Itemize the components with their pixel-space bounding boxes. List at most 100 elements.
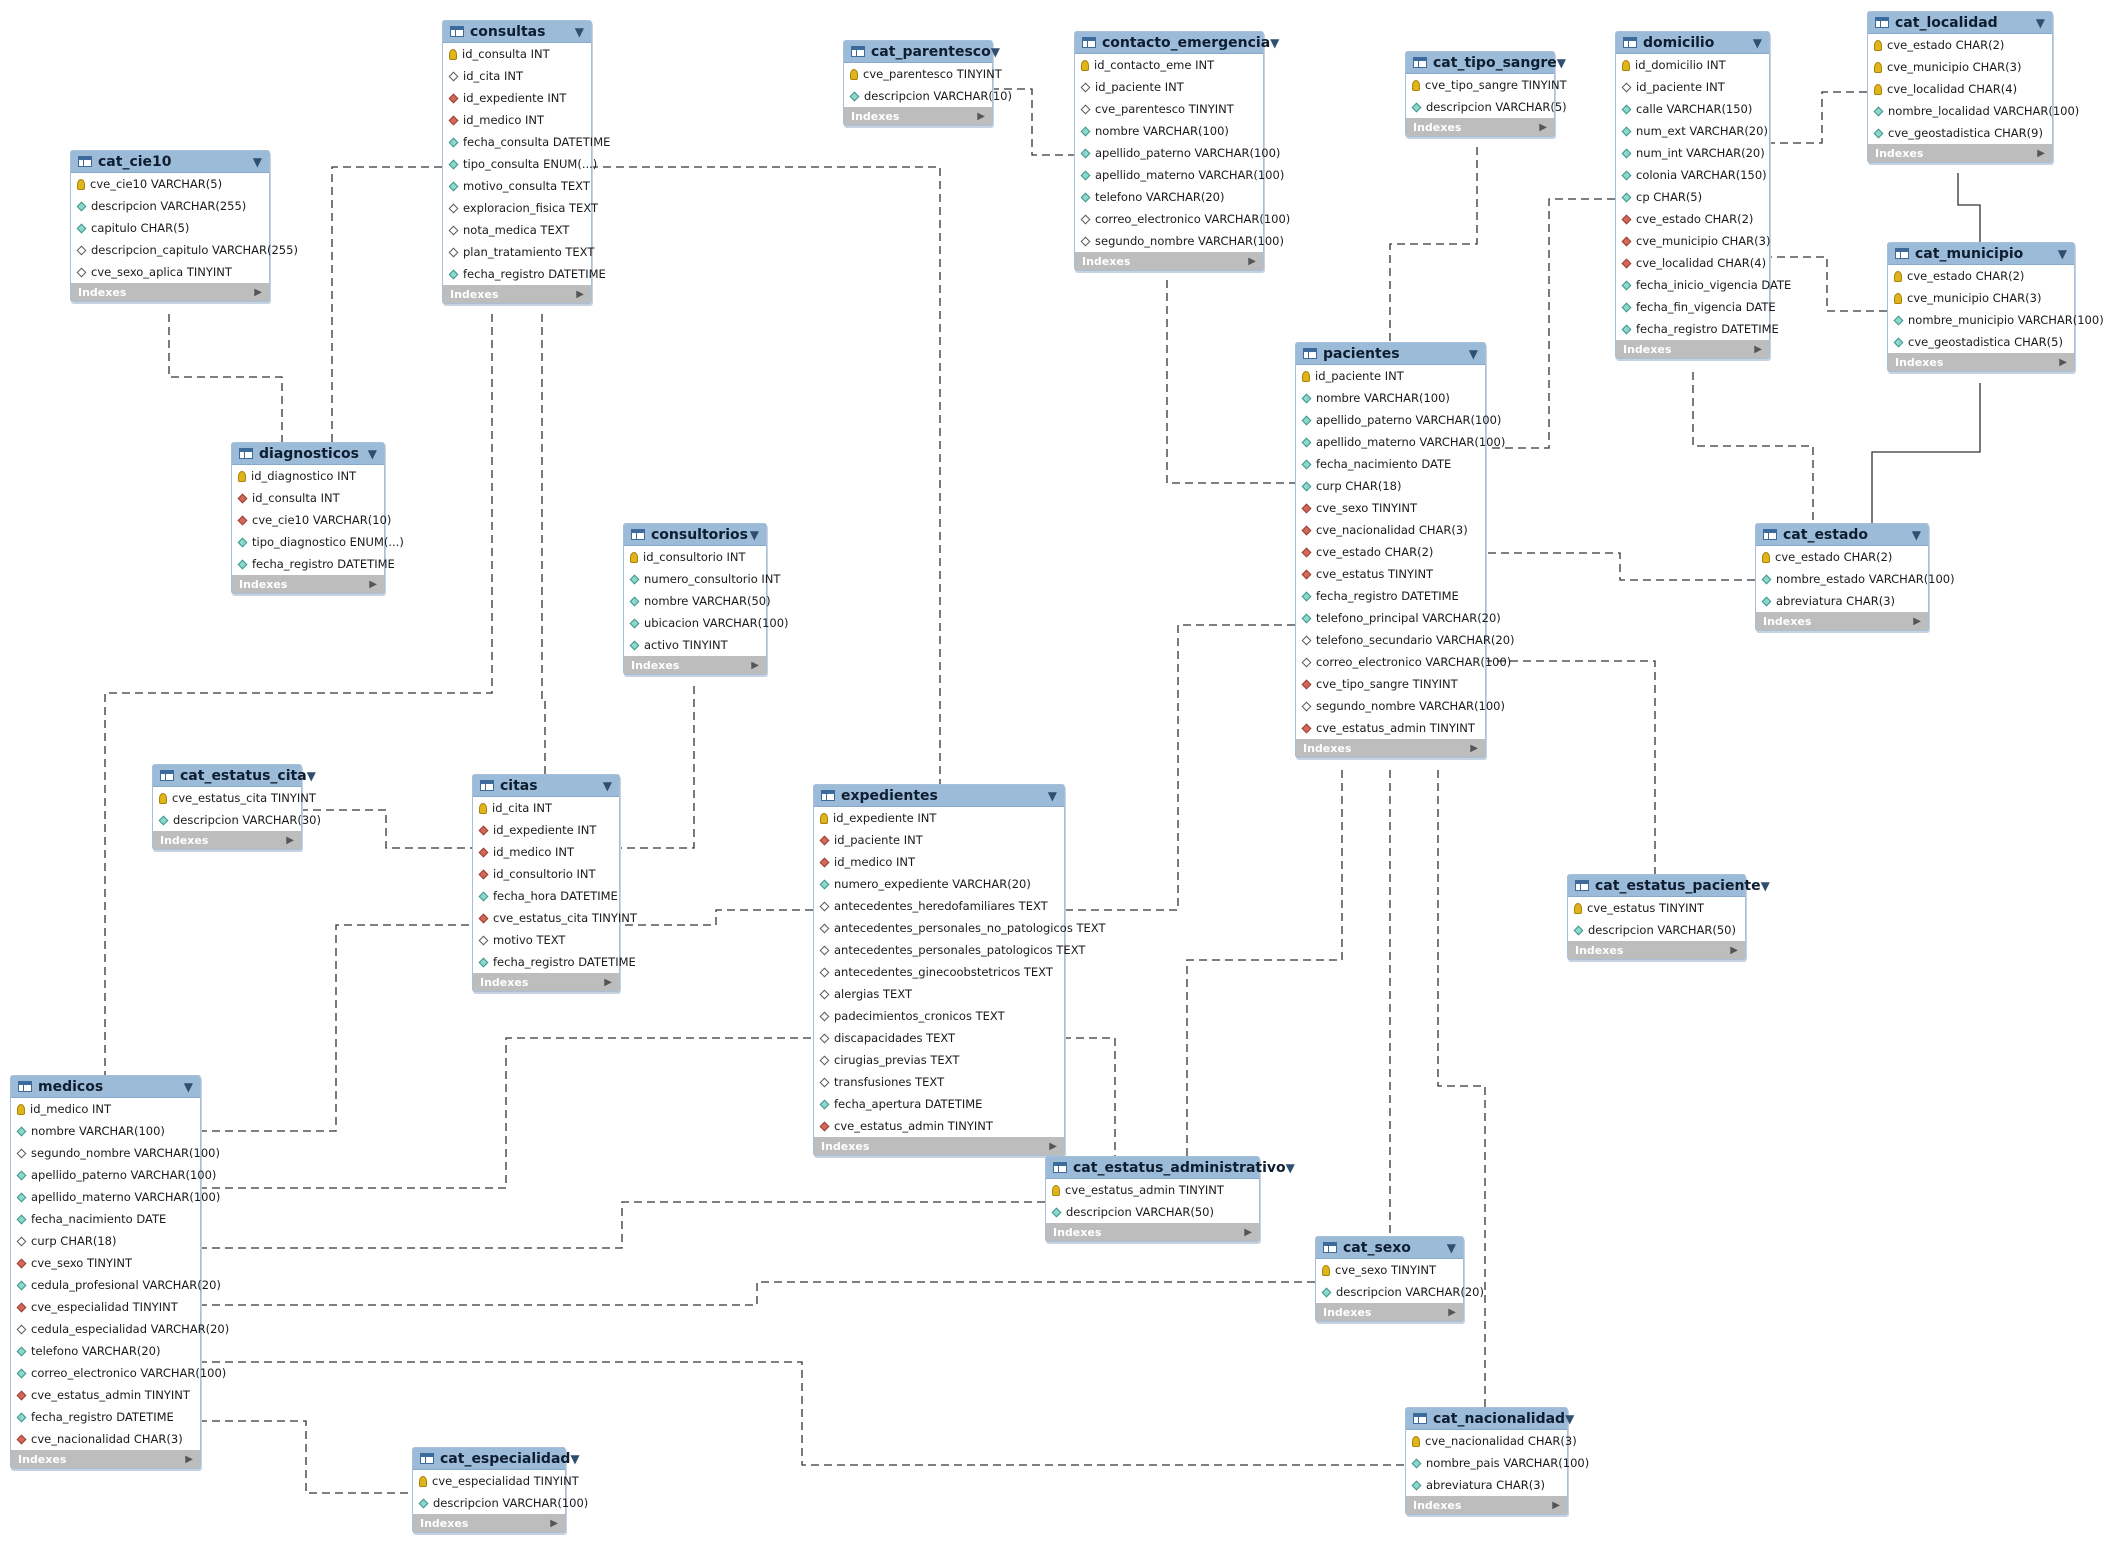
column-row[interactable]: fecha_registro DATETIME (232, 553, 395, 575)
collapse-triangle-icon[interactable]: ▼ (2035, 15, 2045, 30)
column-row[interactable]: descripcion VARCHAR(20) (1316, 1281, 1484, 1303)
column-row[interactable]: cve_estatus_admin TINYINT (1046, 1179, 1259, 1201)
column-row[interactable]: cve_geostadistica CHAR(9) (1868, 122, 2052, 144)
column-row[interactable]: id_paciente INT (1075, 76, 1263, 98)
collapse-triangle-icon[interactable]: ▼ (183, 1079, 193, 1094)
column-row[interactable]: cve_municipio CHAR(3) (1888, 287, 2074, 309)
column-row[interactable]: cve_localidad CHAR(4) (1868, 78, 2052, 100)
column-row[interactable]: id_paciente INT (1616, 76, 1769, 98)
indexes-section[interactable]: Indexes▶ (1046, 1223, 1259, 1241)
column-row[interactable]: id_cita INT (473, 797, 619, 819)
column-row[interactable]: nombre VARCHAR(100) (1075, 120, 1263, 142)
expand-arrow-icon[interactable]: ▶ (576, 288, 584, 300)
column-row[interactable]: id_consultorio INT (473, 863, 619, 885)
indexes-section[interactable]: Indexes▶ (443, 285, 591, 303)
column-row[interactable]: id_paciente INT (814, 829, 1064, 851)
column-row[interactable]: fecha_registro DATETIME (1616, 318, 1779, 340)
indexes-section[interactable]: Indexes▶ (1296, 739, 1485, 757)
column-row[interactable]: id_medico INT (814, 851, 1064, 873)
column-row[interactable]: descripcion VARCHAR(100) (413, 1492, 588, 1514)
column-row[interactable]: cve_parentesco TINYINT (1075, 98, 1263, 120)
expand-arrow-icon[interactable]: ▶ (286, 834, 294, 846)
column-row[interactable]: id_contacto_eme INT (1075, 54, 1263, 76)
column-row[interactable]: alergias TEXT (814, 983, 1064, 1005)
table-cat_estado[interactable]: cat_estado▼cve_estado CHAR(2)nombre_esta… (1755, 523, 1955, 631)
column-row[interactable]: cve_cie10 VARCHAR(10) (232, 509, 391, 531)
collapse-triangle-icon[interactable]: ▼ (2057, 246, 2067, 261)
column-row[interactable]: correo_electronico VARCHAR(100) (1075, 208, 1290, 230)
column-row[interactable]: num_ext VARCHAR(20) (1616, 120, 1769, 142)
column-row[interactable]: fecha_hora DATETIME (473, 885, 619, 907)
column-row[interactable]: fecha_registro DATETIME (1296, 585, 1485, 607)
expand-arrow-icon[interactable]: ▶ (369, 578, 377, 590)
expand-arrow-icon[interactable]: ▶ (1470, 742, 1478, 754)
collapse-triangle-icon[interactable]: ▼ (1760, 878, 1770, 893)
column-row[interactable]: motivo TEXT (473, 929, 619, 951)
column-row[interactable]: cedula_especialidad VARCHAR(20) (11, 1318, 229, 1340)
column-row[interactable]: fecha_registro DATETIME (473, 951, 636, 973)
collapse-triangle-icon[interactable]: ▼ (1270, 35, 1280, 50)
table-cat_municipio[interactable]: cat_municipio▼cve_estado CHAR(2)cve_muni… (1887, 242, 2104, 372)
column-row[interactable]: cve_especialidad TINYINT (11, 1296, 200, 1318)
column-row[interactable]: padecimientos_cronicos TEXT (814, 1005, 1064, 1027)
column-row[interactable]: fecha_fin_vigencia DATE (1616, 296, 1776, 318)
indexes-section[interactable]: Indexes▶ (1075, 252, 1263, 270)
column-row[interactable]: cve_estado CHAR(2) (1616, 208, 1769, 230)
column-row[interactable]: cirugias_previas TEXT (814, 1049, 1064, 1071)
column-row[interactable]: calle VARCHAR(150) (1616, 98, 1769, 120)
column-row[interactable]: correo_electronico VARCHAR(100) (11, 1362, 226, 1384)
column-row[interactable]: fecha_registro DATETIME (11, 1406, 200, 1428)
collapse-triangle-icon[interactable]: ▼ (1556, 55, 1566, 70)
column-row[interactable]: cp CHAR(5) (1616, 186, 1769, 208)
collapse-triangle-icon[interactable]: ▼ (367, 446, 377, 461)
table-header[interactable]: cat_cie10▼ (71, 151, 269, 173)
indexes-section[interactable]: Indexes▶ (232, 575, 384, 593)
expand-arrow-icon[interactable]: ▶ (254, 286, 262, 298)
expand-arrow-icon[interactable]: ▶ (751, 659, 759, 671)
column-row[interactable]: fecha_registro DATETIME (443, 263, 606, 285)
column-row[interactable]: cve_tipo_sangre TINYINT (1296, 673, 1485, 695)
column-row[interactable]: nombre VARCHAR(50) (624, 590, 771, 612)
column-row[interactable]: nombre_pais VARCHAR(100) (1406, 1452, 1589, 1474)
collapse-triangle-icon[interactable]: ▼ (1285, 1160, 1295, 1175)
table-header[interactable]: diagnosticos▼ (232, 443, 384, 465)
expand-arrow-icon[interactable]: ▶ (1552, 1499, 1560, 1511)
column-row[interactable]: antecedentes_personales_patologicos TEXT (814, 939, 1085, 961)
collapse-triangle-icon[interactable]: ▼ (1911, 527, 1921, 542)
table-header[interactable]: consultorios▼ (624, 524, 766, 546)
column-row[interactable]: apellido_paterno VARCHAR(100) (1296, 409, 1501, 431)
column-row[interactable]: id_consultorio INT (624, 546, 766, 568)
column-row[interactable]: fecha_consulta DATETIME (443, 131, 610, 153)
expand-arrow-icon[interactable]: ▶ (1730, 944, 1738, 956)
column-row[interactable]: transfusiones TEXT (814, 1071, 1064, 1093)
column-row[interactable]: nombre VARCHAR(100) (11, 1120, 200, 1142)
column-row[interactable]: numero_expediente VARCHAR(20) (814, 873, 1064, 895)
column-row[interactable]: cve_estado CHAR(2) (1296, 541, 1485, 563)
column-row[interactable]: cve_nacionalidad CHAR(3) (11, 1428, 200, 1450)
table-cat_estatus_administrativo[interactable]: cat_estatus_administrativo▼cve_estatus_a… (1045, 1156, 1295, 1242)
collapse-triangle-icon[interactable]: ▼ (1468, 346, 1478, 361)
table-header[interactable]: contacto_emergencia▼ (1075, 32, 1279, 54)
indexes-section[interactable]: Indexes▶ (153, 831, 301, 849)
column-row[interactable]: cve_nacionalidad CHAR(3) (1406, 1430, 1577, 1452)
column-row[interactable]: fecha_inicio_vigencia DATE (1616, 274, 1791, 296)
column-row[interactable]: antecedentes_ginecoobstetricos TEXT (814, 961, 1064, 983)
indexes-section[interactable]: Indexes▶ (1616, 340, 1769, 358)
table-header[interactable]: cat_estatus_administrativo▼ (1046, 1157, 1295, 1179)
column-row[interactable]: id_consulta INT (443, 43, 591, 65)
column-row[interactable]: numero_consultorio INT (624, 568, 780, 590)
column-row[interactable]: tipo_diagnostico ENUM(...) (232, 531, 404, 553)
column-row[interactable]: cve_estatus TINYINT (1568, 897, 1745, 919)
table-header[interactable]: cat_parentesco▼ (844, 41, 1000, 63)
expand-arrow-icon[interactable]: ▶ (2037, 147, 2045, 159)
column-row[interactable]: apellido_materno VARCHAR(100) (1075, 164, 1284, 186)
table-header[interactable]: cat_municipio▼ (1888, 243, 2074, 265)
table-header[interactable]: cat_estatus_paciente▼ (1568, 875, 1770, 897)
